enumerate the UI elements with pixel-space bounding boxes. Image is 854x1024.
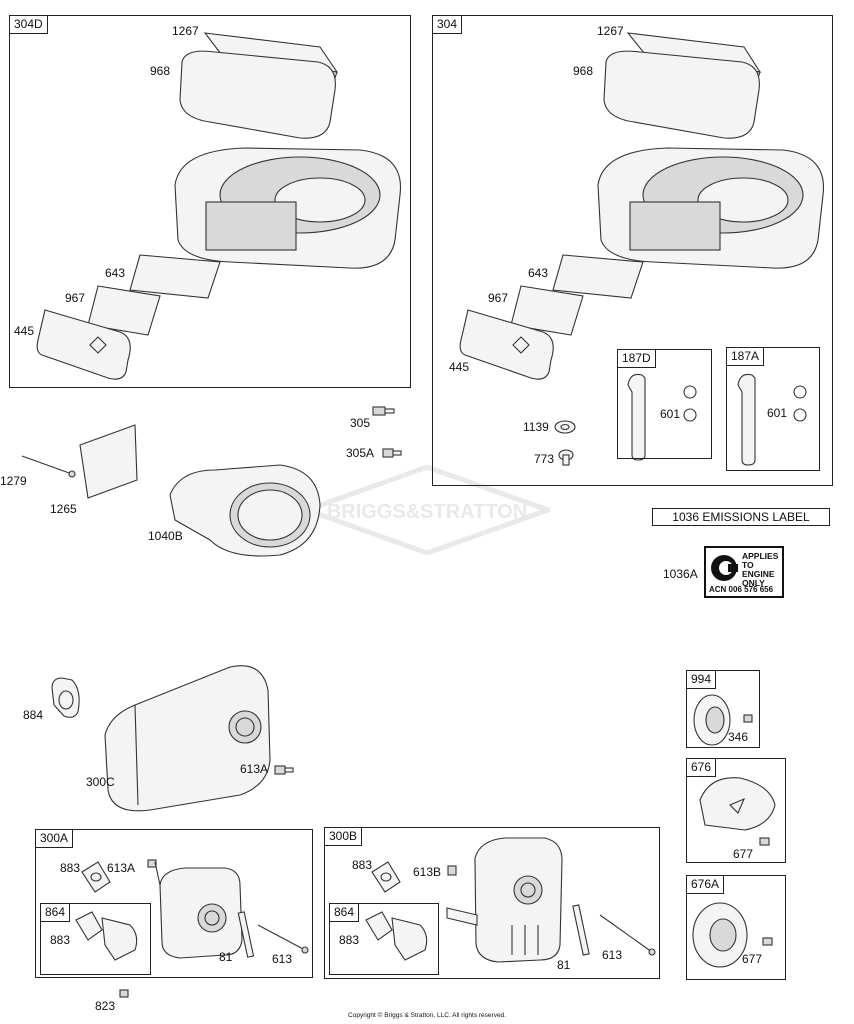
part-label-613: 613 <box>272 952 293 966</box>
assembly-box-994: 994 <box>686 670 760 748</box>
assembly-box-300B: 300B <box>324 827 660 979</box>
assembly-tag-187D: 187D <box>618 350 656 368</box>
assembly-box-300A: 300A <box>35 829 313 978</box>
part-label-1267: 1267 <box>597 24 624 38</box>
part-label-1040B: 1040B <box>148 529 183 543</box>
emissions-badge: APPLIES TO ENGINE ONLY ACN 006 576 656 <box>704 546 784 598</box>
part-label-967: 967 <box>488 291 509 305</box>
part-label-883: 883 <box>50 933 71 947</box>
middle-parts-art <box>21 406 402 557</box>
part-label-305: 305 <box>350 416 371 430</box>
part-label-677: 677 <box>742 952 763 966</box>
part-label-1036A: 1036A <box>663 567 698 581</box>
muffler-300C-art <box>51 665 294 812</box>
part-label-773: 773 <box>534 452 555 466</box>
part-label-305A: 305A <box>346 446 375 460</box>
assembly-tag-864: 864 <box>330 904 360 922</box>
part-label-967: 967 <box>65 291 86 305</box>
assembly-tag-304D: 304D <box>10 16 48 34</box>
assembly-box-187D: 187D <box>617 349 712 459</box>
assembly-tag-187A: 187A <box>727 348 765 366</box>
emissions-c-mark-icon <box>711 555 738 581</box>
watermark-text: BRIGGS&STRATTON <box>327 501 527 523</box>
emissions-line-2: TO <box>742 560 754 570</box>
part-label-884: 884 <box>23 708 44 722</box>
assembly-tag-300B: 300B <box>325 828 363 846</box>
assembly-box-676: 676 <box>686 758 786 863</box>
emissions-label-title: 1036 EMISSIONS LABEL <box>652 508 830 526</box>
part-label-613B: 613B <box>413 865 442 879</box>
assembly-box-864: 864 <box>329 903 439 975</box>
part-label-445: 445 <box>449 360 470 374</box>
copyright-text: Copyright © Briggs & Stratton, LLC. All … <box>348 1012 506 1019</box>
part-label-677: 677 <box>733 847 754 861</box>
assembly-tag-864: 864 <box>41 904 71 922</box>
assembly-tag-304: 304 <box>433 16 463 34</box>
part-label-883: 883 <box>352 858 373 872</box>
part-label-613: 613 <box>602 948 623 962</box>
blower-housing-304D-art <box>36 32 402 380</box>
emissions-acn: ACN 006 576 656 <box>709 585 774 594</box>
part-label-81: 81 <box>219 950 233 964</box>
part-label-300C: 300C <box>86 775 115 789</box>
part-label-1265: 1265 <box>50 502 77 516</box>
assembly-tag-676A: 676A <box>687 876 725 894</box>
deflectors-art <box>692 694 776 968</box>
blower-housing-304-art <box>459 32 825 466</box>
part-label-601: 601 <box>660 407 681 421</box>
part-label-643: 643 <box>528 266 549 280</box>
part-label-883: 883 <box>60 861 81 875</box>
emissions-line-4: ONLY <box>742 578 765 588</box>
assembly-box-304D: 304D <box>9 15 411 388</box>
emissions-line-1: APPLIES <box>742 551 779 561</box>
muffler-300B-art <box>365 837 656 963</box>
part-label-968: 968 <box>150 64 171 78</box>
part-label-643: 643 <box>105 266 126 280</box>
part-label-613A: 613A <box>240 762 269 776</box>
watermark-logo: BRIGGS&STRATTON <box>305 465 550 555</box>
part-label-883: 883 <box>339 933 360 947</box>
part-label-1279: 1279 <box>0 474 27 488</box>
muffler-300A-art <box>75 859 309 998</box>
part-label-613A: 613A <box>107 861 136 875</box>
assembly-box-864: 864 <box>40 903 151 975</box>
assembly-box-304: 304 <box>432 15 833 486</box>
part-label-1267: 1267 <box>172 24 199 38</box>
assembly-box-676A: 676A <box>686 875 786 980</box>
part-label-81: 81 <box>557 958 571 972</box>
part-label-601: 601 <box>767 406 788 420</box>
part-label-445: 445 <box>14 324 35 338</box>
part-label-823: 823 <box>95 999 116 1013</box>
assembly-tag-994: 994 <box>687 671 717 689</box>
part-label-1139: 1139 <box>523 420 549 434</box>
assembly-tag-300A: 300A <box>36 830 74 848</box>
emissions-line-3: ENGINE <box>742 569 775 579</box>
emissions-text: APPLIES TO ENGINE ONLY <box>742 552 778 588</box>
part-label-968: 968 <box>573 64 594 78</box>
assembly-tag-676: 676 <box>687 759 717 777</box>
part-label-346: 346 <box>728 730 749 744</box>
assembly-box-187A: 187A <box>726 347 820 471</box>
